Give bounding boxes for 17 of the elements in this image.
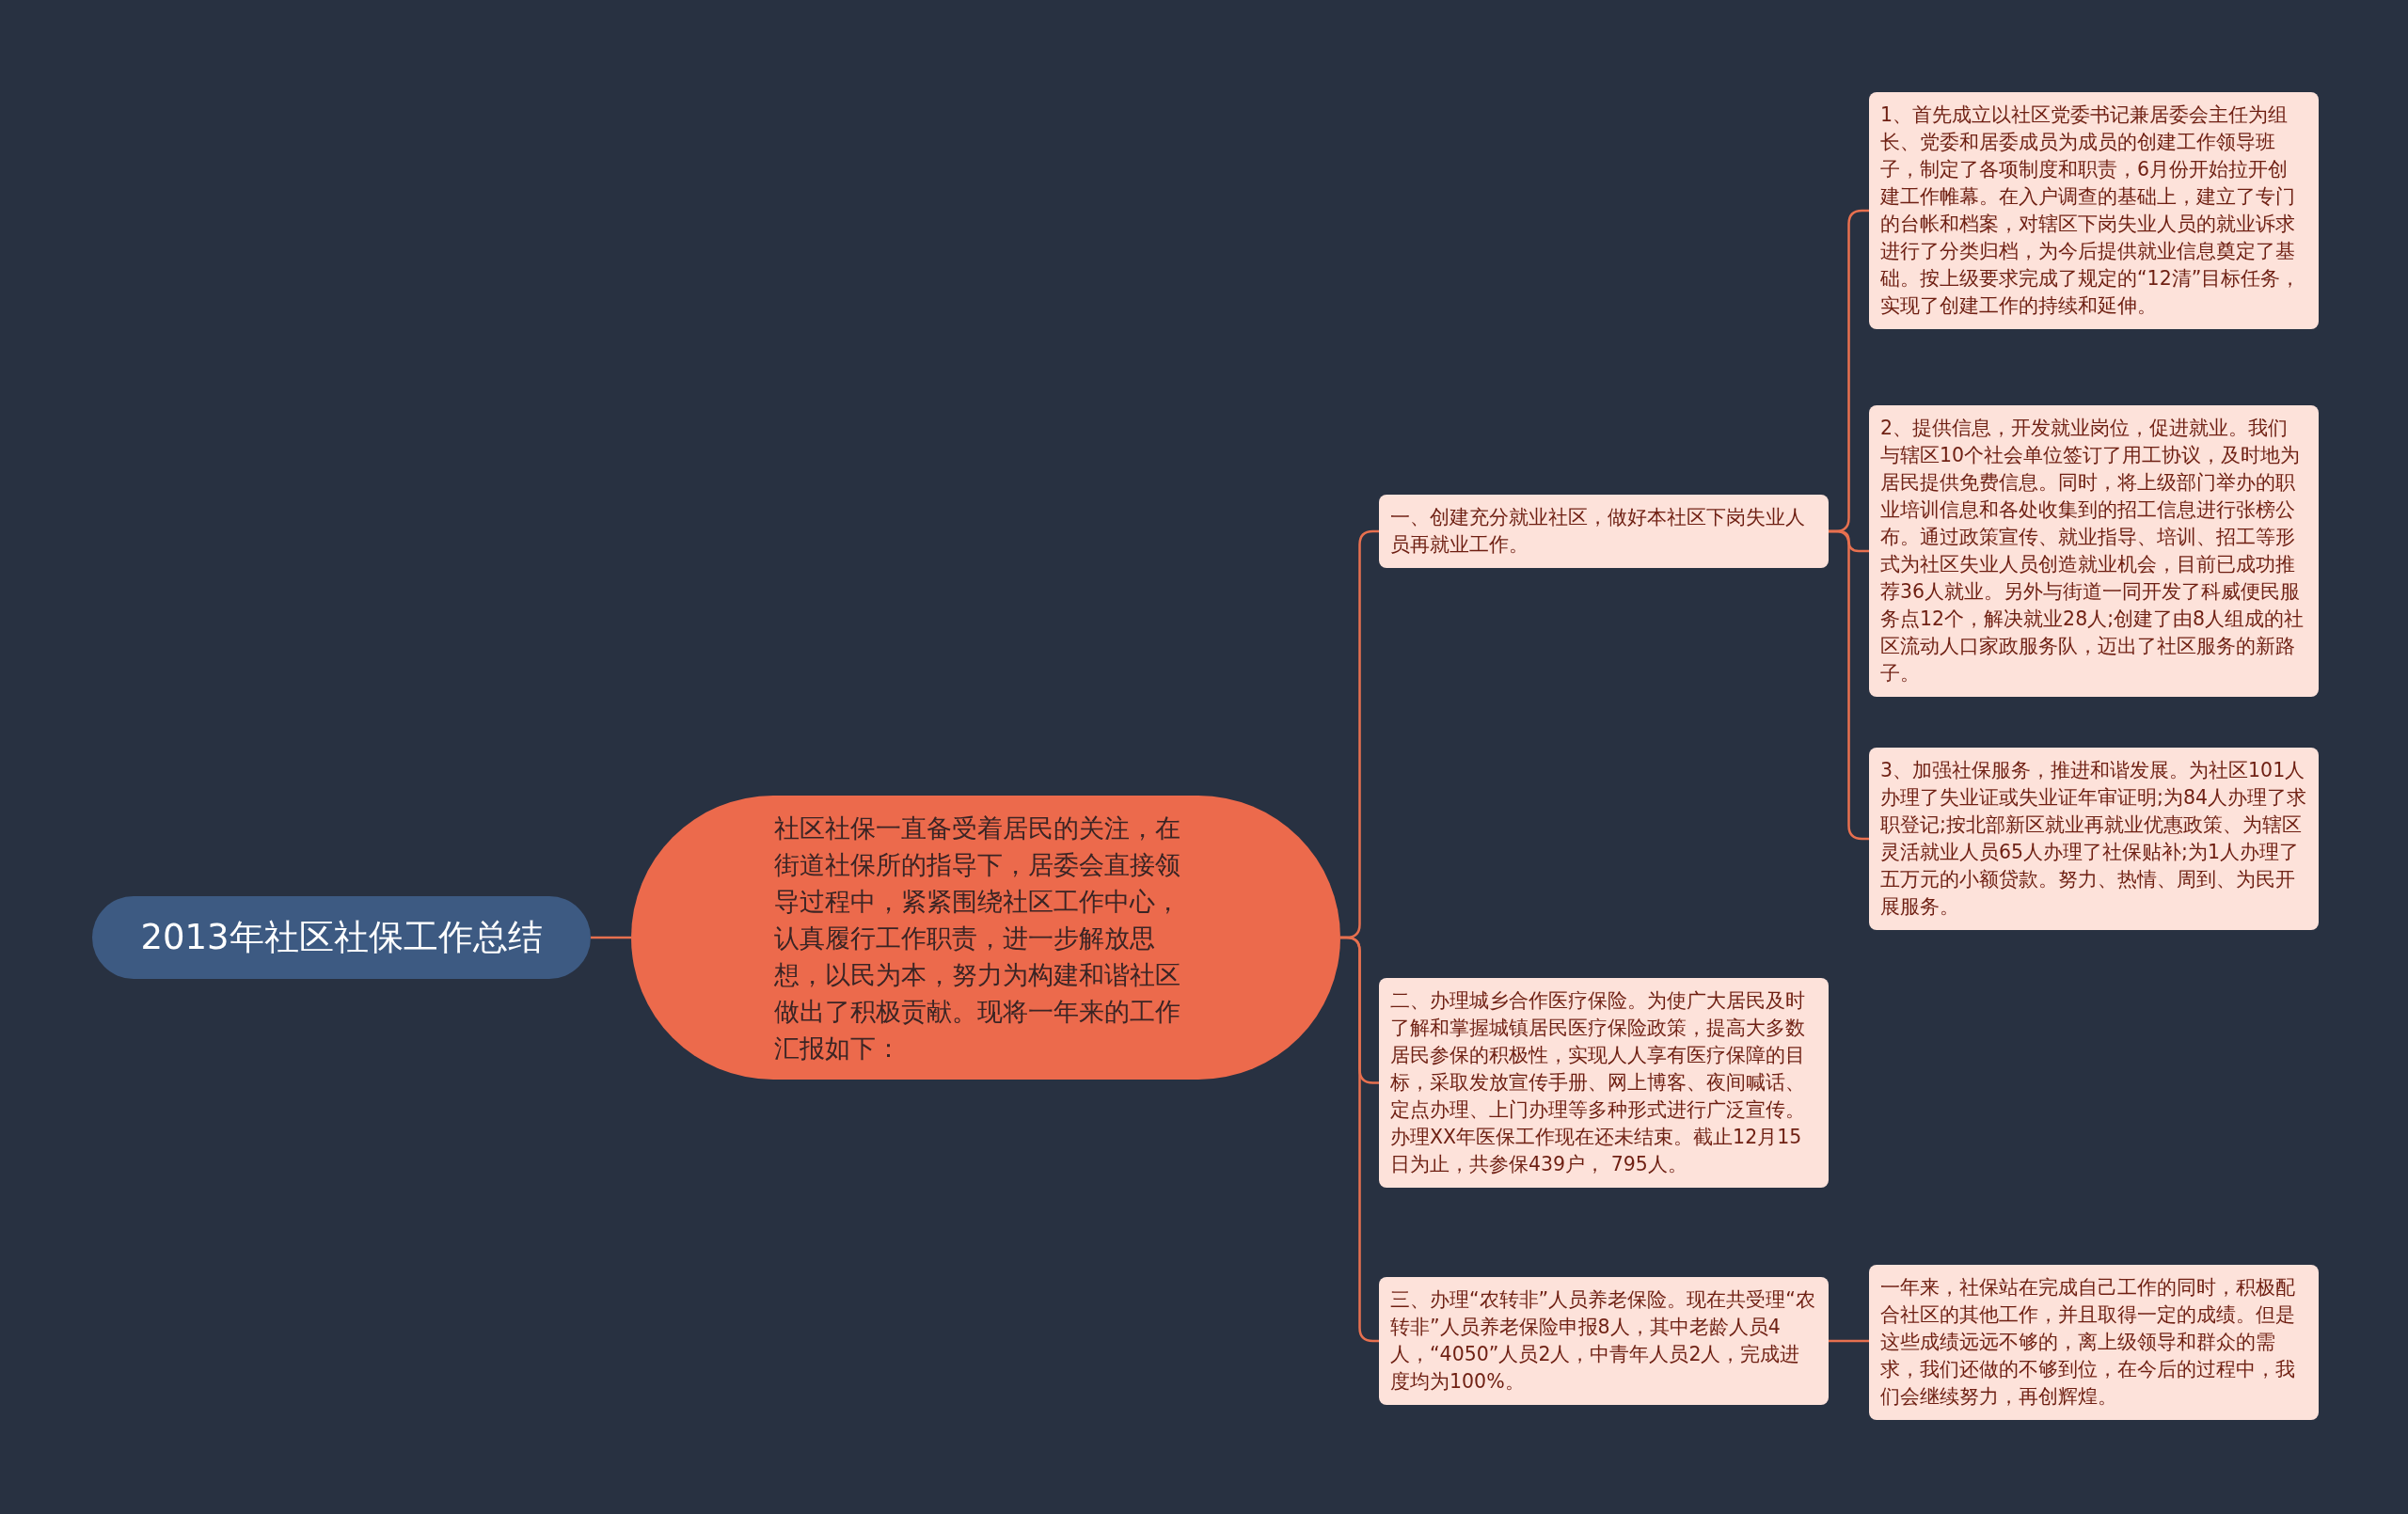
topic-box	[1379, 978, 1829, 1188]
connector-line	[1829, 529, 1869, 841]
topic-text: 一、创建充分就业社区，做好本社区下岗失业人员再就业工作。	[1390, 505, 1806, 558]
topic-box	[1869, 1265, 2319, 1420]
topic-text: 三、办理“农转非”人员养老保险。现在共受理“农转非”人员养老保险申报8人，其中老龄人员4人，“4050”人员2人，中青年人员2人，完成进度均为100%。	[1390, 1287, 1816, 1395]
topic-text: 1、首先成立以社区党委书记兼居委会主任为组长、党委和居委成员为成员的创建工作领导班子，制定了各项制度和职责，6月份开始拉开创建工作帷幕。在入户调查的基础上，建立了专门的台帐和档案，对辖区下岗失业人员的就业诉求进行了分类归档，为今后提供就业信息奠定了基础。按上级要求完成了规定的“12清”目标任务，实现了创建工作的持续和延伸。	[1880, 103, 2302, 319]
topic-box	[1869, 748, 2319, 930]
topic-text: 2013年社区社保工作总结	[140, 916, 543, 959]
connector-line	[591, 936, 631, 939]
topic-box	[1379, 495, 1829, 568]
topic-text: 二、办理城乡合作医疗保险。为使广大居民及时了解和掌握城镇居民医疗保险政策，提高大多数居民参保的积极性，实现人人享有医疗保障的目标，采取发放宣传手册、网上博客、夜间喊话、定点办理、上门办理等多种形式进行广泛宣传。办理XX年医保工作现在还未结束。截止12月15日为止，共参保439户， 795人。	[1390, 988, 1806, 1177]
connector-line	[1829, 1339, 1869, 1343]
topic-text: 3、加强社保服务，推进和谐发展。为社区101人办理了失业证或失业证年审证明;为84人办理了求职登记;按北部新区就业再就业优惠政策、为辖区灵活就业人员65人办理了社保贴补;为1人办理了五万元的小额贷款。努力、热情、周到、为民开展服务。	[1880, 758, 2307, 920]
topic-box	[1379, 1277, 1829, 1405]
topic-text: 2、提供信息，开发就业岗位，促进就业。我们与辖区10个社会单位签订了用工协议，及时地为居民提供免费信息。同时，将上级部门举办的职业培训信息和各处收集到的招工信息进行张榜公布。通过政策宣传、就业指导、培训、招工等形式为社区失业人员创造就业机会，目前已成功推荐36人就业。另外与街道一同开发了科威便民服务点12个，解决就业28人;创建了由8人组成的社区流动人口家政服务队，迈出了社区服务的新路子。	[1880, 416, 2305, 686]
topic-text: 一年来，社保站在完成自己工作的同时，积极配合社区的其他工作，并且取得一定的成绩。但是这些成绩远远不够的，离上级领导和群众的需求，我们还做的不够到位，在今后的过程中，我们会继续努力，再创辉煌。	[1880, 1275, 2296, 1410]
topic-text: 社区社保一直备受着居民的关注，在街道社保所的指导下，居委会直接领导过程中，紧紧围绕社区工作中心，认真履行工作职责，进一步解放思想，以民为本，努力为构建和谐社区做出了积极贡献。现将一年来的工作汇报如下：	[774, 812, 1181, 1065]
